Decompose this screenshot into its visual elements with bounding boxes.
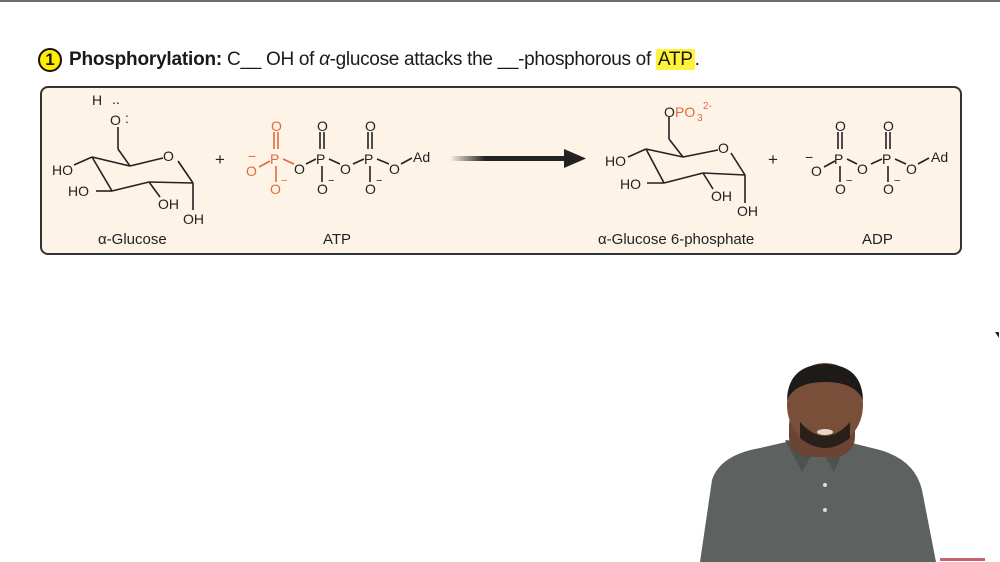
plus-sign-products: + xyxy=(768,150,778,169)
step-heading: Phosphorylation: xyxy=(69,49,223,70)
step-number-badge: 1 xyxy=(38,48,62,72)
desc-part1: C__ OH of xyxy=(227,49,320,70)
reaction-panel xyxy=(40,86,962,255)
bottom-accent-bar xyxy=(940,558,985,561)
highlighted-atp: ATP xyxy=(655,49,695,70)
label-alpha-glucose: α-Glucose xyxy=(98,231,167,248)
top-rule xyxy=(0,0,1000,2)
label-adp: ADP xyxy=(862,231,893,248)
label-atp: ATP xyxy=(323,231,352,248)
presenter-video xyxy=(700,363,936,562)
step-description: C__ OH of α-glucose attacks the __-phosp… xyxy=(227,49,700,71)
label-glucose-6-phosphate: α-Glucose 6-phosphate xyxy=(598,231,755,248)
desc-part2: -glucose attacks the __-phosphorous of xyxy=(329,49,656,70)
edge-marker xyxy=(995,332,999,338)
step-title: 1 Phosphorylation: C__ OH of α-glucose a… xyxy=(38,46,700,74)
alpha-symbol: α xyxy=(319,49,330,70)
plus-sign-reactants: + xyxy=(215,150,225,169)
desc-end: . xyxy=(694,49,700,70)
